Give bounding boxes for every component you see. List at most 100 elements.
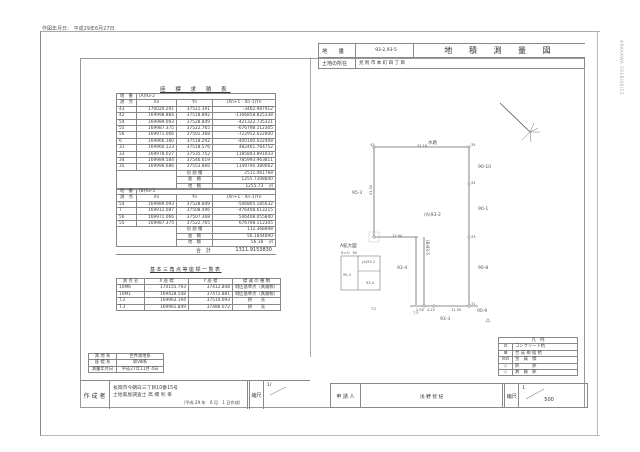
dimension-label: 31.18 (417, 144, 427, 148)
cell: -476408.613215 (212, 207, 276, 215)
summary-label: 地 積 (176, 239, 213, 247)
lot-number-value: 93-2,93-5 (356, 44, 414, 57)
legend-table: 凡 例 ⊡コンクリート杭 ⊠合 成 樹 脂 杭 ⊟⊡金 属 標 ◇鋲 鋲 ◇真 … (498, 336, 578, 377)
summary-value: 56.1844890 (212, 232, 276, 241)
applicant-scale: 1 500 (519, 384, 587, 408)
cell: T.3 (116, 303, 145, 312)
legend-label: 真 鍮 鋲 (512, 368, 578, 377)
inset-title: A拡大図 (340, 242, 357, 249)
inset-marker (368, 231, 380, 243)
legend-row: ⊡コンクリート杭 (498, 343, 578, 351)
point-label: 31 (471, 302, 475, 306)
table-row: 座 標 系第Ⅷ系 (88, 359, 164, 367)
cell: -421322.735321 (212, 118, 276, 127)
applicant-scale-label: 縮尺 (505, 384, 520, 408)
coord-table-a: 地 番 (A)93-2 測 点 Xn Yn (Xn+1 - Xn-1)Yn 43… (116, 92, 276, 191)
cell: 785993.963811 (212, 157, 276, 165)
cell: 制区基準点（真鍮製） (232, 284, 281, 292)
cell: 37486.072 (188, 303, 233, 312)
benchmark-symbol-icon: ⌂ (486, 317, 490, 324)
area-value: 1255.73 (245, 183, 264, 189)
scale-numerator: 1 (522, 386, 526, 391)
scale-slash-icon (269, 386, 287, 396)
cell: 1149790.389062 (212, 163, 276, 171)
benchmark-table-title: 基本三角点等座標一覧表 (150, 267, 222, 273)
preparer-scale-value: 1/ (267, 383, 272, 388)
scale-slash-icon (526, 388, 545, 400)
parcel-b-label-group: (B)93-5 (425, 240, 430, 255)
summary-value: 2511.461768 (212, 169, 276, 178)
coord-table-title: 座 標 求 積 表 (160, 87, 231, 93)
applicant-label: 申 請 人 (331, 384, 361, 408)
cell: -1166858.825338 (212, 112, 276, 120)
lot-label: 90-10 (478, 164, 491, 170)
cell: -676798.112305 (212, 124, 276, 133)
column-header: (Xn+1 - Xn-1)Yn (212, 99, 276, 107)
total-row: 合 計 1311.9153830 (116, 247, 276, 255)
cell: -722952.622800 (212, 131, 276, 139)
lot-label: 90-8 (478, 265, 488, 271)
scale-denominator: 500 (544, 397, 554, 403)
preparer-name: 土地家屋調査士 高 橋 利 幸 (113, 393, 172, 398)
dimension-label: 12.94 (392, 234, 403, 238)
cell: 鋲 充 (232, 297, 281, 305)
total-value: 1311.9153830 (235, 247, 272, 253)
point-label: 43 (370, 143, 374, 147)
dimension-label: 11.50 (451, 308, 461, 312)
area-unit: ㎡ (268, 183, 273, 189)
survey-points (372, 145, 471, 308)
cell: 制区基準点（真鍮製） (232, 290, 281, 299)
info-label: 測量年月日 (88, 365, 117, 374)
area-unit: ㎡ (268, 240, 273, 246)
lot-label: 93-3 (440, 316, 450, 322)
table-header-row: 測 点 Xn Yn (Xn+1 - Xn-1)Yn (116, 194, 276, 202)
lot-label: 95-3 (352, 190, 362, 196)
coord-table-b: 地 番 (B)93-5 測 点 Xn Yn (Xn+1 - Xn-1)Yn 54… (116, 187, 276, 247)
boundary-lines (373, 146, 478, 307)
lot-number-label: 地 番 (318, 44, 356, 57)
cell: 鋲 充 (232, 303, 281, 312)
table-header-row: 測 点 Xn Yn (Xn+1 - Xn-1)Yn (116, 99, 276, 107)
brass-rivet-icon: ◇ (498, 368, 513, 377)
lot-label: 90-1 (478, 206, 488, 212)
survey-info-table: 測 地 系世界測地系 座 標 系第Ⅷ系 測量年月日平成27年11月 4日 (88, 352, 164, 374)
document-title: 地 積 測 量 図 (444, 46, 558, 55)
cell: 546408.055840 (212, 213, 276, 222)
divider-line (310, 57, 311, 357)
inset-parcel-label: (A)93-2 (362, 260, 375, 264)
dimension-label: 41.50 (369, 185, 373, 195)
site-plan: 水路 31.18 95-3 90-10 90-1 90-8 90-9 93-3 … (340, 102, 540, 324)
preparer-label: 作 成 者 (80, 381, 110, 409)
legend-row: ◇真 鍮 鋲 (498, 368, 578, 377)
area-value: 56.18 (250, 240, 264, 246)
parcel-label: 93-4 (397, 265, 407, 271)
cell: 1185843.891933 (212, 150, 276, 159)
preparer-scale: 1/ (264, 381, 310, 409)
total-label: 合 計 (196, 248, 212, 254)
dimension-label: 2.90 (416, 308, 424, 312)
cell: -400100.022408 (212, 137, 276, 146)
inset-scale: S＝1：50 (341, 251, 357, 255)
preparer-block: 作 成 者 長岡市今朝白三丁目10番15号 土地家屋調査士 高 橋 利 幸 （平… (80, 380, 310, 409)
blank-cell (116, 226, 177, 247)
preparer-address: 長岡市今朝白三丁目10番15号 (113, 386, 178, 391)
sheet-outer-frame (40, 31, 600, 436)
info-value: 第Ⅷ系 (116, 359, 164, 367)
parcel-b-label: (B)93-5 (425, 240, 430, 255)
north-arrow-icon (499, 102, 540, 143)
